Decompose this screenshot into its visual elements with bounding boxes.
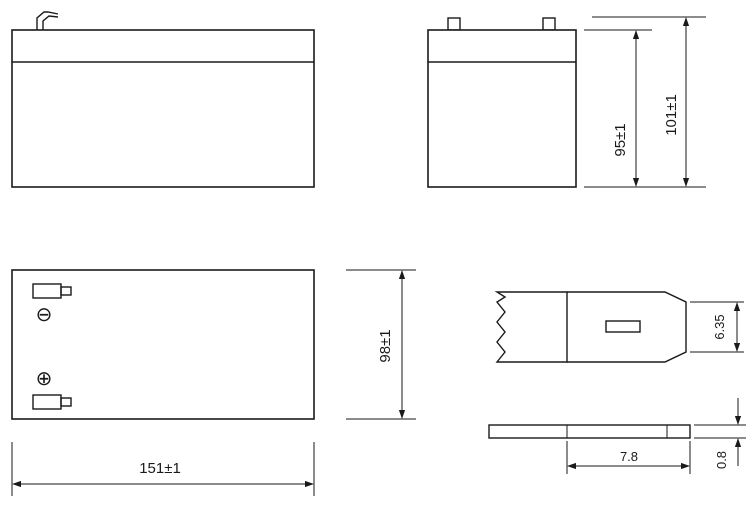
terminal-tab-blade — [567, 291, 687, 363]
positive-symbol: ⊕ — [36, 368, 53, 390]
terminal-detail: 6.35 7.8 0.8 — [488, 291, 746, 474]
dim-label-body-height: 95±1 — [612, 123, 629, 156]
terminal-tab-outline — [494, 291, 568, 363]
front-view-body — [11, 29, 315, 188]
dim-label-total-height: 101±1 — [663, 94, 680, 136]
dim-label-tab-length: 7.8 — [620, 449, 638, 464]
terminal-side-profile — [488, 424, 691, 439]
negative-symbol: ⊖ — [36, 304, 53, 326]
dim-label-tab-width: 6.35 — [712, 314, 727, 339]
top-view: ⊖ ⊕ 98±1 151±1 — [11, 269, 416, 496]
front-view — [11, 11, 315, 188]
front-terminal-tab — [36, 11, 59, 30]
negative-terminal-tip — [60, 286, 72, 296]
dim-label-tab-thickness: 0.8 — [714, 451, 729, 469]
side-view: 95±1 101±1 — [427, 16, 706, 188]
side-terminal-right — [542, 17, 556, 31]
terminal-tab-slot — [605, 320, 641, 333]
dim-label-width: 98±1 — [377, 329, 394, 362]
positive-terminal-tip — [60, 397, 72, 407]
top-view-body — [11, 269, 315, 420]
dim-label-length: 151±1 — [139, 460, 181, 477]
side-terminal-left — [447, 17, 461, 31]
side-view-body — [427, 29, 577, 188]
